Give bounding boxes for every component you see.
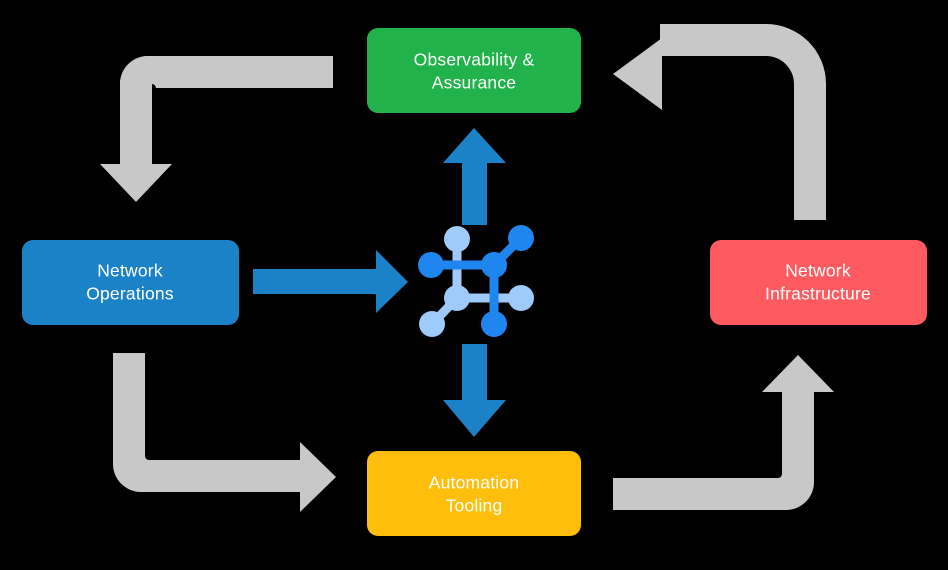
arrow-operations-to-center [253, 250, 408, 313]
arrow-center-to-automation [443, 344, 506, 437]
automation-tooling-label-line1: Automation [429, 473, 520, 493]
topology-node-dark-hub [481, 252, 507, 278]
arrow-operations-to-center-shaft [253, 269, 381, 294]
arrow-observability-to-operations-head [100, 164, 172, 202]
network-infrastructure-node[interactable]: Network Infrastructure [710, 240, 927, 325]
network-infrastructure-label-line1: Network [785, 261, 851, 281]
topology-node-dark-left [418, 252, 444, 278]
arrow-automation-to-infrastructure-path [613, 388, 814, 510]
arrow-center-to-automation-head [443, 400, 506, 437]
network-operations-label-line2: Operations [86, 284, 174, 304]
arrow-automation-to-infrastructure-head [762, 355, 834, 392]
network-topology-icon [418, 225, 534, 337]
arrow-infrastructure-to-observability [613, 24, 826, 230]
network-operations-box[interactable] [22, 240, 239, 325]
arrow-center-to-observability-head [443, 128, 506, 163]
arrow-automation-to-infrastructure [613, 355, 834, 510]
network-operations-label-line1: Network [97, 261, 163, 281]
network-infrastructure-label-line2: Infrastructure [765, 284, 871, 304]
arrow-observability-to-operations-vertical [120, 80, 152, 170]
observability-assurance-label-line1: Observability & [414, 50, 535, 70]
arrow-operations-to-automation-head [300, 442, 336, 512]
arrow-operations-to-center-head [376, 250, 408, 313]
topology-node-dark-bottom [481, 311, 507, 337]
network-operations-node[interactable]: Network Operations [22, 240, 239, 325]
arrow-observability-to-operations [100, 56, 333, 202]
observability-assurance-node[interactable]: Observability & Assurance [367, 28, 581, 113]
arrow-infrastructure-to-observability-shaft [660, 56, 794, 230]
arrow-infrastructure-to-observability-vertical [794, 90, 826, 220]
topology-node-dark-topright [508, 225, 534, 251]
automation-tooling-node[interactable]: Automation Tooling [367, 451, 581, 536]
observability-assurance-label-line2: Assurance [432, 73, 516, 93]
observability-assurance-box[interactable] [367, 28, 581, 113]
automation-tooling-box[interactable] [367, 451, 581, 536]
network-infrastructure-box[interactable] [710, 240, 927, 325]
arrow-center-to-automation-shaft [462, 344, 487, 406]
arrow-operations-to-automation [113, 353, 336, 512]
arrow-observability-to-operations-shaft2 [120, 56, 333, 166]
arrow-center-to-observability [443, 128, 506, 225]
topology-node-light-top [444, 226, 470, 252]
arrow-center-to-observability-shaft [462, 157, 487, 225]
arrow-operations-to-automation-path [113, 353, 303, 492]
topology-node-light-right [508, 285, 534, 311]
topology-node-light-bottomleft [419, 311, 445, 337]
automation-tooling-label-line2: Tooling [446, 496, 503, 516]
arrow-infrastructure-to-observability-arrowhead [613, 38, 662, 110]
topology-node-light-center [444, 285, 470, 311]
